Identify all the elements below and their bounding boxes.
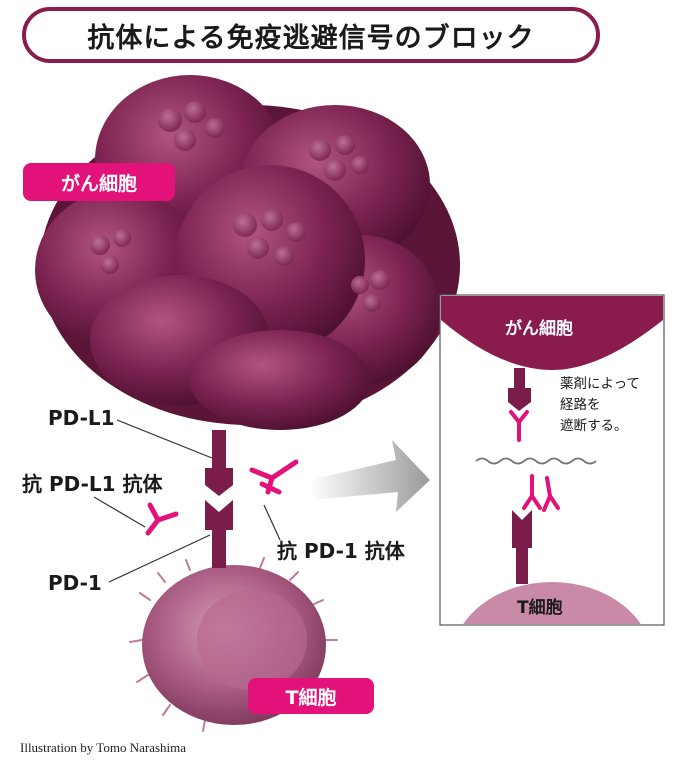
t-cell-badge: T細胞 (248, 678, 374, 714)
pd-l1-label: PD-L1 (48, 406, 115, 430)
anti-pd-l1-antibody-icon (145, 502, 179, 536)
inset-note-line-2: 経路を (560, 397, 601, 413)
inset-note: 薬剤によって 経路を 遮断する。 (560, 374, 640, 437)
cancer-cell-badge: がん細胞 (23, 163, 175, 201)
anti-pd-l1-label: 抗 PD-L1 抗体 (22, 472, 163, 496)
pd-l1-receptor (205, 430, 233, 496)
t-cell-label: T細胞 (285, 686, 337, 709)
inset-panel (439, 294, 665, 626)
title-frame: 抗体による免疫逃避信号のブロック (22, 7, 600, 63)
pd-1-receptor (205, 500, 233, 568)
inset-note-line-3: 遮断する。 (560, 418, 628, 434)
cancer-cell-label: がん細胞 (60, 172, 137, 195)
leader-lines (93, 419, 281, 583)
anti-pd-1-label: 抗 PD-1 抗体 (277, 539, 405, 563)
inset-note-line-1: 薬剤によって (560, 376, 640, 392)
cancer-cell-illustration (35, 75, 460, 430)
direction-arrow (310, 440, 430, 512)
anti-pd-1-antibody-icon (249, 459, 299, 495)
pd-1-label: PD-1 (48, 571, 102, 595)
page-title: 抗体による免疫逃避信号のブロック (87, 22, 535, 54)
illustration-credit: Illustration by Tomo Narashima (20, 740, 187, 755)
inset-cancer-cell-label: がん細胞 (505, 319, 573, 339)
inset-t-cell-label: T細胞 (517, 598, 563, 618)
